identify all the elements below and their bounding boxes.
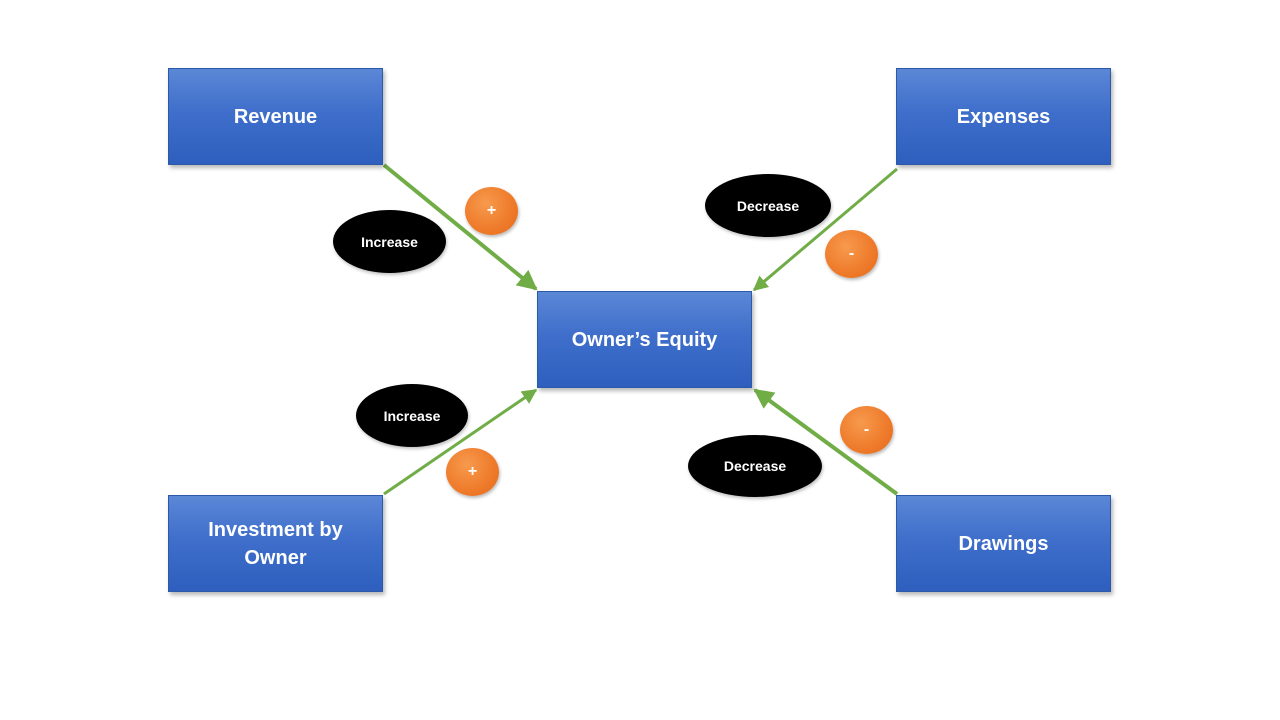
drawings-label: Drawings [958,532,1049,555]
decrease-text-drawings: Decrease [723,458,787,474]
owners-equity-box: Owner’s Equity [537,291,752,388]
owners-equity-label: Owner’s Equity [571,328,718,351]
increase-oval-revenue: Increase [333,210,446,273]
revenue-label: Revenue [233,105,318,128]
arrow-investment-to-equity [383,388,538,496]
investment-by-owner-label: Investment by Owner [208,518,343,569]
plus-text-revenue: + [486,202,497,219]
minus-text-expenses: - [848,245,855,262]
plus-sign-revenue: + [465,187,518,235]
arrow-expenses-to-equity [752,167,898,292]
arrow-revenue-to-equity [382,163,538,291]
plus-text-investment: + [467,463,478,480]
decrease-text-expenses: Decrease [736,197,800,214]
increase-text-revenue: Increase [361,233,418,250]
arrow-drawings-to-equity [753,388,899,496]
minus-text-drawings: - [863,421,870,438]
plus-sign-investment: + [446,448,499,496]
decrease-oval-expenses: Decrease [705,174,831,237]
drawings-box: Drawings [896,495,1111,592]
minus-sign-drawings: - [840,406,893,454]
decrease-oval-drawings: Decrease [688,435,822,497]
expenses-box: Expenses [896,68,1111,165]
increase-text-investment: Increase [383,407,441,424]
investment-by-owner-box: Investment by Owner [168,495,383,592]
expenses-label: Expenses [956,105,1051,128]
minus-sign-expenses: - [825,230,878,278]
increase-oval-investment: Increase [356,384,468,447]
revenue-box: Revenue [168,68,383,165]
